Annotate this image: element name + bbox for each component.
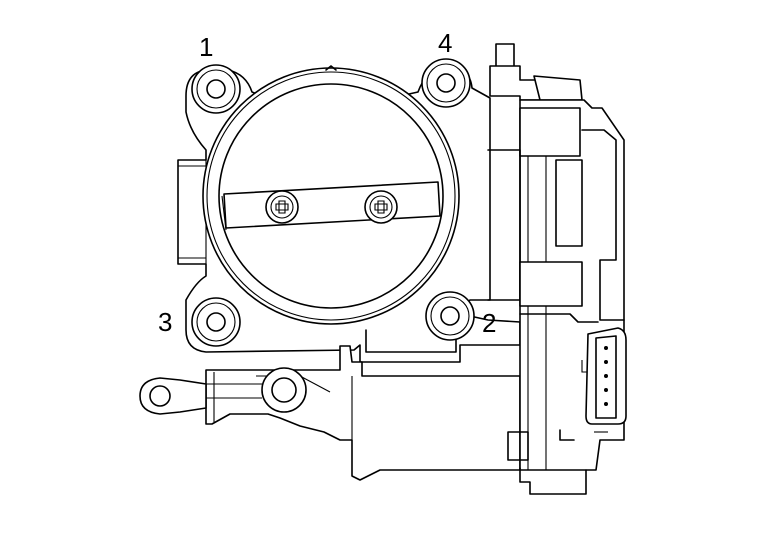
callout-2: 2 bbox=[482, 308, 496, 338]
shaft-screw bbox=[364, 190, 398, 224]
gear-cover bbox=[205, 345, 521, 481]
connector-pin bbox=[604, 360, 608, 364]
mounting-bolt-4 bbox=[421, 58, 471, 108]
electrical-connector bbox=[585, 327, 627, 425]
connector-pin bbox=[604, 346, 608, 350]
mounting-bolt-3 bbox=[191, 297, 241, 347]
callout-1: 1 bbox=[199, 32, 213, 62]
mounting-bolt-2 bbox=[425, 291, 475, 341]
connector-pin bbox=[604, 374, 608, 378]
callout-4: 4 bbox=[438, 28, 452, 58]
mounting-bolt-1 bbox=[191, 64, 241, 114]
mounting-tab bbox=[139, 367, 307, 415]
throttle-bore bbox=[202, 65, 460, 325]
shaft-screw bbox=[265, 190, 299, 224]
connector-pin bbox=[604, 388, 608, 392]
boss-hole bbox=[271, 377, 297, 403]
connector-pin bbox=[604, 402, 608, 406]
tab-hole bbox=[149, 385, 171, 407]
callout-3: 3 bbox=[158, 307, 172, 337]
